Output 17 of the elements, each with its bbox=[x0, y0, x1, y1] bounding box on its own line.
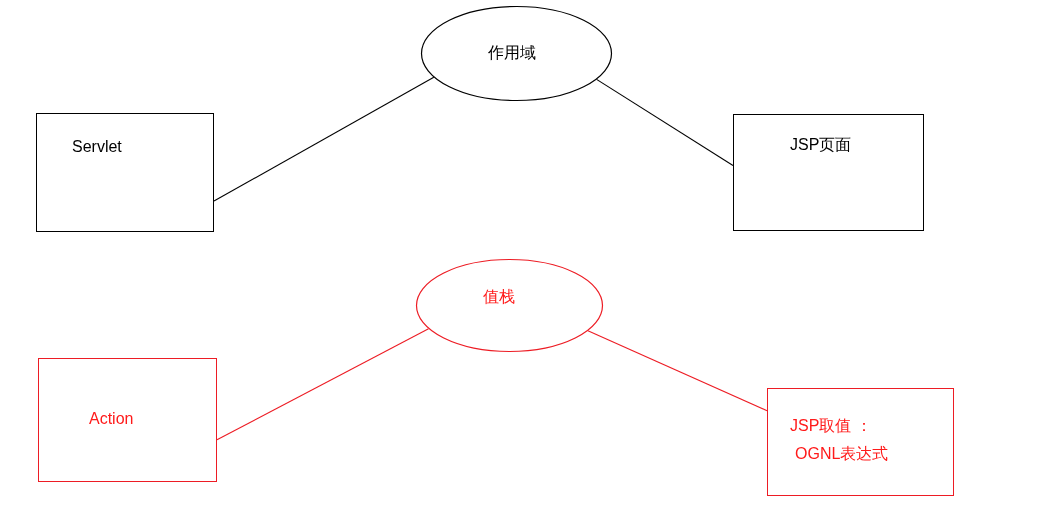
connector-line bbox=[213, 76, 435, 202]
ellipse-node bbox=[421, 6, 612, 101]
rectangle-node bbox=[38, 358, 217, 482]
node-label: 作用域 bbox=[488, 43, 536, 63]
node-label: Action bbox=[89, 409, 134, 429]
connector-line bbox=[596, 78, 734, 167]
rectangle-node bbox=[36, 113, 214, 232]
node-label: JSP页面 bbox=[790, 135, 852, 155]
connector-line bbox=[587, 330, 768, 412]
rectangle-node bbox=[767, 388, 954, 496]
ellipse-node bbox=[416, 259, 603, 352]
node-label: 值栈 bbox=[483, 287, 515, 307]
node-label: JSP取值 ： bbox=[790, 416, 872, 436]
node-label: OGNL表达式 bbox=[795, 444, 889, 464]
rectangle-node bbox=[733, 114, 924, 231]
connector-line bbox=[216, 328, 430, 441]
node-label: Servlet bbox=[72, 137, 122, 157]
